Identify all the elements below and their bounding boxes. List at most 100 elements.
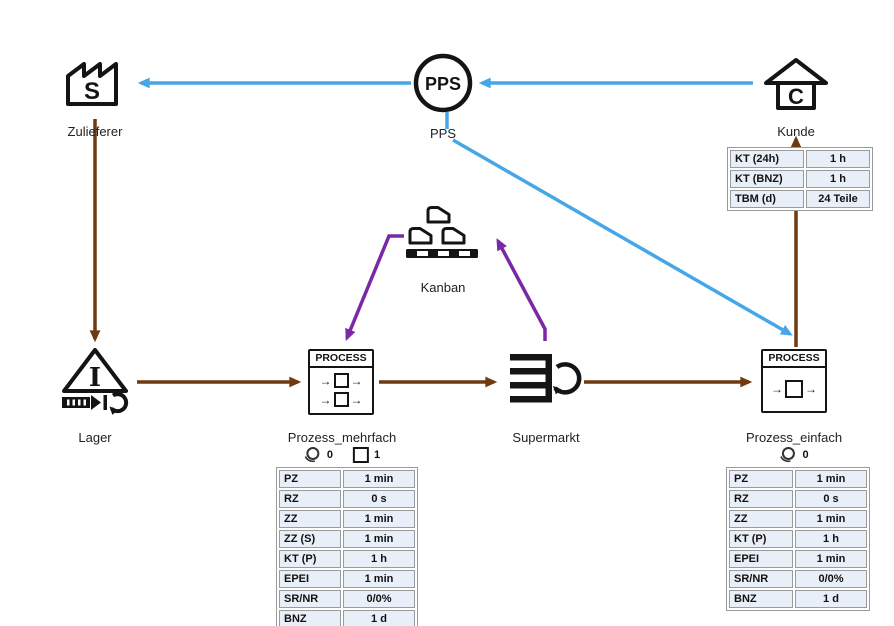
row-value: 0/0% (795, 570, 867, 588)
withdrawal-icon (103, 392, 129, 415)
row-value: 1 h (806, 170, 870, 188)
row-value: 24 Teile (806, 190, 870, 208)
row-label: RZ (729, 490, 793, 508)
process-step-square (333, 392, 349, 407)
right-arrow-icon: → (319, 373, 332, 388)
inventory-icon[interactable]: I (60, 347, 130, 417)
factory-icon[interactable]: S (62, 55, 126, 109)
row-value: 1 min (343, 470, 415, 488)
machine-icon (353, 446, 369, 463)
row-label: ZZ (S) (279, 530, 341, 548)
row-label: KT (P) (279, 550, 341, 568)
operator-count: 0 (304, 446, 333, 463)
machine-count: 1 (353, 446, 381, 463)
row-label: ZZ (729, 510, 793, 528)
right-arrow-icon: → (805, 382, 817, 396)
process-flow-row: → → (320, 392, 363, 407)
info-flow-pps-prozess-einfach[interactable] (452, 138, 793, 336)
row-value: 1 d (795, 590, 867, 608)
row-value: 0/0% (343, 590, 415, 608)
row-value: 0 s (343, 490, 415, 508)
row-label: KT (P) (729, 530, 793, 548)
pps-icon[interactable]: PPS (412, 52, 474, 114)
right-arrow-icon: → (771, 382, 783, 396)
supermarkt-label: Supermarkt (512, 430, 580, 445)
table-row: ZZ (S)1 min (279, 530, 415, 548)
operator-count: 0 (779, 446, 809, 463)
operator-count-value: 0 (326, 448, 333, 461)
row-label: PZ (279, 470, 341, 488)
row-value: 1 d (343, 610, 415, 626)
table-row: KT (P)1 h (729, 530, 867, 548)
push-arrow-icon (62, 395, 101, 410)
process-flow-row: → → (320, 373, 363, 388)
table-row: KT (BNZ)1 h (730, 170, 870, 188)
row-value: 1 min (343, 530, 415, 548)
row-label: PZ (729, 470, 793, 488)
operator-count-value: 0 (802, 448, 809, 461)
row-label: SR/NR (279, 590, 341, 608)
house-letter: C (788, 84, 804, 109)
row-value: 1 min (795, 550, 867, 568)
row-label: BNZ (729, 590, 793, 608)
table-row: TBM (d)24 Teile (730, 190, 870, 208)
row-value: 1 h (806, 150, 870, 168)
row-value: 1 min (795, 470, 867, 488)
kanban-flow-kanban-prozess-mehrfach[interactable] (345, 234, 404, 342)
machine-count-value: 1 (374, 448, 381, 461)
lager-label: Lager (78, 430, 112, 445)
row-label: TBM (d) (730, 190, 804, 208)
process-box-einfach[interactable]: PROCESS → → (761, 349, 827, 413)
factory-letter: S (84, 78, 100, 105)
operator-icon (780, 447, 795, 463)
row-label: KT (24h) (730, 150, 804, 168)
kanban-icon[interactable] (404, 206, 480, 262)
zulieferer-label: Zulieferer (67, 124, 123, 139)
kanban-flow-supermarkt-kanban[interactable] (496, 238, 547, 341)
process-box-mehrfach[interactable]: PROCESS → → → → (308, 349, 374, 415)
row-value: 0 s (795, 490, 867, 508)
row-value: 1 min (343, 510, 415, 528)
row-value: 1 h (343, 550, 415, 568)
right-arrow-icon: → (319, 392, 332, 407)
prozess-einfach-stats: 0 (779, 446, 809, 463)
process-flow-row: → → (771, 380, 817, 398)
row-label: BNZ (279, 610, 341, 626)
kunde-data-table[interactable]: KT (24h)1 h KT (BNZ)1 h TBM (d)24 Teile (727, 147, 873, 211)
prozess-mehrfach-label: Prozess_mehrfach (287, 430, 397, 445)
process-step-square (785, 380, 803, 398)
house-icon[interactable]: C (762, 54, 830, 112)
table-row: KT (P)1 h (279, 550, 415, 568)
process-step-square (333, 373, 349, 388)
pps-icon-text: PPS (425, 74, 461, 94)
row-label: ZZ (279, 510, 341, 528)
withdrawal-loop-icon (552, 362, 582, 395)
supermarket-icon[interactable] (508, 352, 582, 406)
row-value: 1 min (343, 570, 415, 588)
pps-label: PPS (429, 126, 457, 141)
table-row: KT (24h)1 h (730, 150, 870, 168)
row-value: 1 h (795, 530, 867, 548)
prozess-mehrfach-stats: 0 1 (304, 446, 380, 463)
kunde-label: Kunde (777, 124, 815, 139)
process-box-title: PROCESS (763, 351, 825, 368)
row-label: RZ (279, 490, 341, 508)
right-arrow-icon: → (350, 392, 363, 407)
row-label: KT (BNZ) (730, 170, 804, 188)
row-value: 1 min (795, 510, 867, 528)
right-arrow-icon: → (350, 373, 363, 388)
